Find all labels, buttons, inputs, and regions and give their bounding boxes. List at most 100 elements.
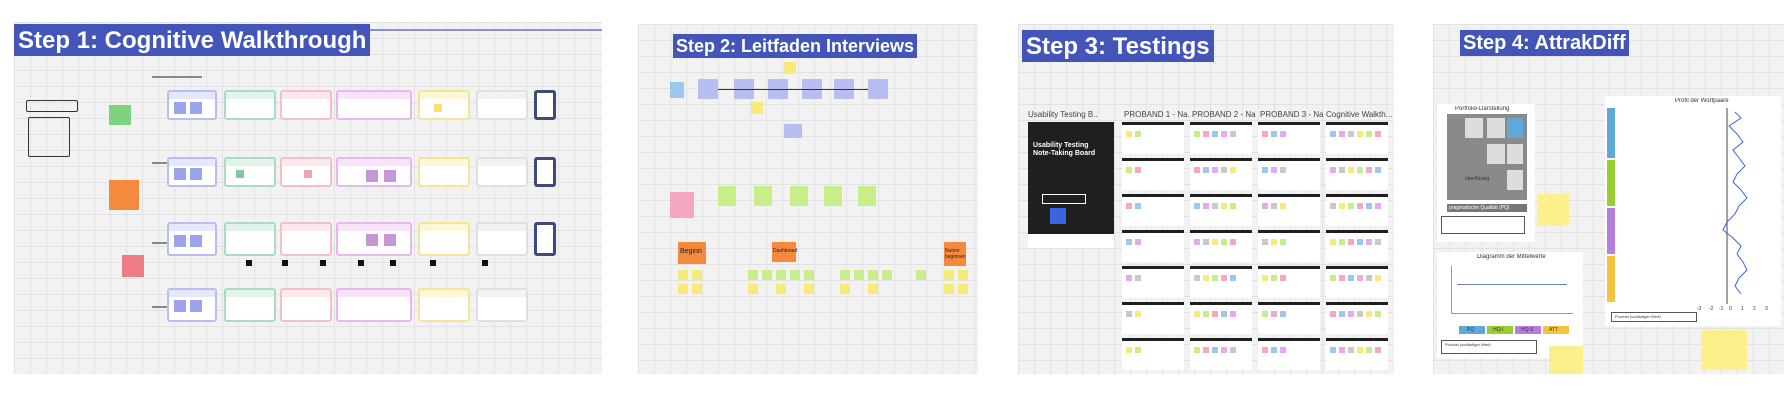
step2-frame[interactable]: Beginn Dashboard Nutzer beginnen [638,24,978,374]
proband-tile[interactable] [1190,122,1252,154]
sticky-note[interactable] [109,180,139,210]
sticky-note [1280,275,1286,281]
profile-line [1722,108,1748,304]
sticky-note [1375,239,1381,245]
proband-tile[interactable] [1258,230,1320,262]
mean-category: ATT [1549,327,1559,333]
proband-tile[interactable] [1258,194,1320,226]
proband-tile[interactable] [1258,302,1320,334]
sticky-note [1212,275,1218,281]
section-start-note[interactable]: Nutzer beginnen [944,242,966,266]
sticky-note [1375,131,1381,137]
sticky-note [1339,311,1345,317]
sticky-note[interactable] [109,105,131,125]
proband-tile[interactable] [1326,338,1388,370]
step4-frame[interactable]: Portfolio-Darstellung überflüssig pragma… [1433,24,1784,374]
sticky-note [1126,167,1132,173]
sticky-note [1126,311,1132,317]
section-start-label: Nutzer beginnen [945,248,966,260]
proband-tile[interactable] [1190,158,1252,190]
sticky-note [1271,239,1277,245]
sticky-note [1212,167,1218,173]
sticky-note [1194,275,1200,281]
profile-axis-tick: 3 [1765,306,1768,312]
sticky-note [1330,203,1336,209]
sticky-note [1135,203,1141,209]
proband-tile[interactable] [1122,158,1184,190]
sticky-note [1271,131,1277,137]
profile-chart: Profil der Wortpaare -3 -2 -1 0 1 2 3 Pr… [1605,96,1781,326]
proband-tile[interactable] [1122,266,1184,298]
portfolio-panel: Portfolio-Darstellung überflüssig pragma… [1437,104,1535,242]
proband-tile[interactable] [1122,338,1184,370]
sticky-note [1203,311,1209,317]
sticky-note [1330,275,1336,281]
mean-category: HQ-S [1521,327,1534,333]
sketch-toolbar [26,100,78,112]
sticky-note[interactable] [122,255,144,277]
sticky-note [1348,239,1354,245]
sticky-note [1230,275,1236,281]
sticky-note [1357,347,1363,353]
sticky-note [1280,131,1286,137]
sticky-note [1126,275,1132,281]
step4-title: Step 4: AttrakDiff [1460,30,1629,56]
sticky-note [1221,347,1227,353]
portfolio-cell: überflüssig [1465,176,1490,182]
section-dashboard-label: Dashboard [773,248,798,254]
section-begin-note[interactable]: Beginn [678,242,706,264]
proband-tile[interactable] [1190,230,1252,262]
sticky-note [1348,203,1354,209]
sticky-note [1212,239,1218,245]
sticky-note [1135,347,1141,353]
sticky-note [1194,167,1200,173]
sticky-note [1203,203,1209,209]
proband-tile[interactable] [1326,158,1388,190]
note-taking-board[interactable]: Usability Testing Note-Taking Board [1028,122,1114,248]
sticky-note [1357,239,1363,245]
proband-tile[interactable] [1190,266,1252,298]
sticky-note [1135,239,1141,245]
proband-tile[interactable] [1258,158,1320,190]
section-dashboard-note[interactable]: Dashboard [772,242,798,262]
sticky-note [1348,167,1354,173]
step1-frame[interactable] [14,22,602,374]
proband-tile[interactable] [1258,338,1320,370]
sticky-note [1230,203,1236,209]
sticky-note [1135,275,1141,281]
sticky-note [1330,239,1336,245]
proband-tile[interactable] [1326,302,1388,334]
sticky-note [1194,131,1200,137]
profile-axis-tick: 0 [1729,306,1732,312]
proband-tile[interactable] [1122,194,1184,226]
proband-tile[interactable] [1326,266,1388,298]
sticky-note [1212,347,1218,353]
sticky-note [1366,347,1372,353]
proband-tile[interactable] [1326,122,1388,154]
sticky-note [1375,275,1381,281]
sticky-note [1271,311,1277,317]
proband-tile[interactable] [1258,266,1320,298]
sticky-note [1221,239,1227,245]
sticky-note [1280,239,1286,245]
proband-tile[interactable] [1258,122,1320,154]
sticky-note [1212,311,1218,317]
sticky-note [1203,347,1209,353]
sticky-note [1366,239,1372,245]
sticky-note [1194,239,1200,245]
proband-tile[interactable] [1190,194,1252,226]
proband-tile[interactable] [1190,338,1252,370]
proband-tile[interactable] [1190,302,1252,334]
proband-tile[interactable] [1122,230,1184,262]
step3-frame[interactable]: Usability Testing B... PROBAND 1 - Na...… [1018,24,1394,374]
sticky-note [1366,275,1372,281]
proband-tile[interactable] [1326,230,1388,262]
proband-tile[interactable] [1122,302,1184,334]
sticky-note [1375,167,1381,173]
proband-tile[interactable] [1326,194,1388,226]
profile-axis-tick: 1 [1741,306,1744,312]
proband-tile[interactable] [1122,122,1184,154]
sticky-note [1280,311,1286,317]
sticky-note [1366,167,1372,173]
sticky-note [1366,311,1372,317]
